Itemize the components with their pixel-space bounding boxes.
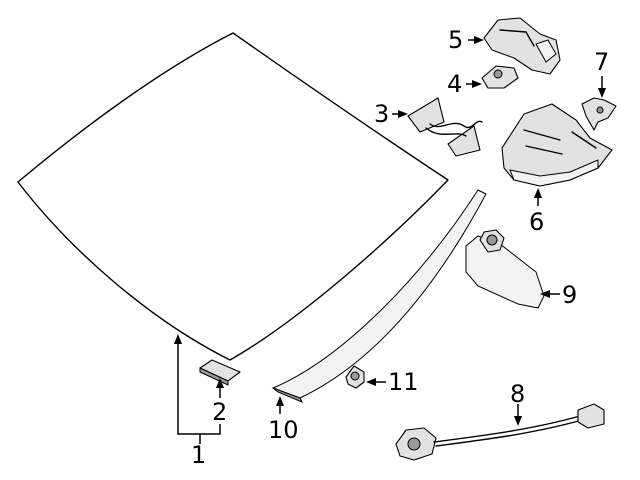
callout-2: 2 bbox=[212, 398, 227, 426]
mirror-mount bbox=[465, 229, 545, 309]
callout-9: 9 bbox=[562, 281, 577, 309]
callout-10: 10 bbox=[268, 416, 299, 444]
callout-3: 3 bbox=[374, 100, 389, 128]
callout-6: 6 bbox=[529, 208, 544, 236]
retainer-clip bbox=[345, 365, 365, 389]
callout-1: 1 bbox=[191, 441, 206, 469]
callout-7: 7 bbox=[594, 48, 609, 76]
callout-11: 11 bbox=[388, 368, 419, 396]
callout-5: 5 bbox=[448, 26, 463, 54]
sensor-bracket bbox=[483, 17, 561, 75]
rain-sensor bbox=[481, 65, 519, 89]
wiring-harness bbox=[395, 403, 605, 461]
molding-strip bbox=[271, 189, 487, 403]
callout-8: 8 bbox=[510, 380, 525, 408]
sensor-cover bbox=[501, 103, 613, 187]
sensor-cover-harness bbox=[407, 97, 483, 157]
mirror-bracket bbox=[581, 97, 617, 131]
leader-lines bbox=[174, 36, 606, 444]
callout-4: 4 bbox=[447, 70, 462, 98]
windshield-glass bbox=[17, 32, 449, 361]
